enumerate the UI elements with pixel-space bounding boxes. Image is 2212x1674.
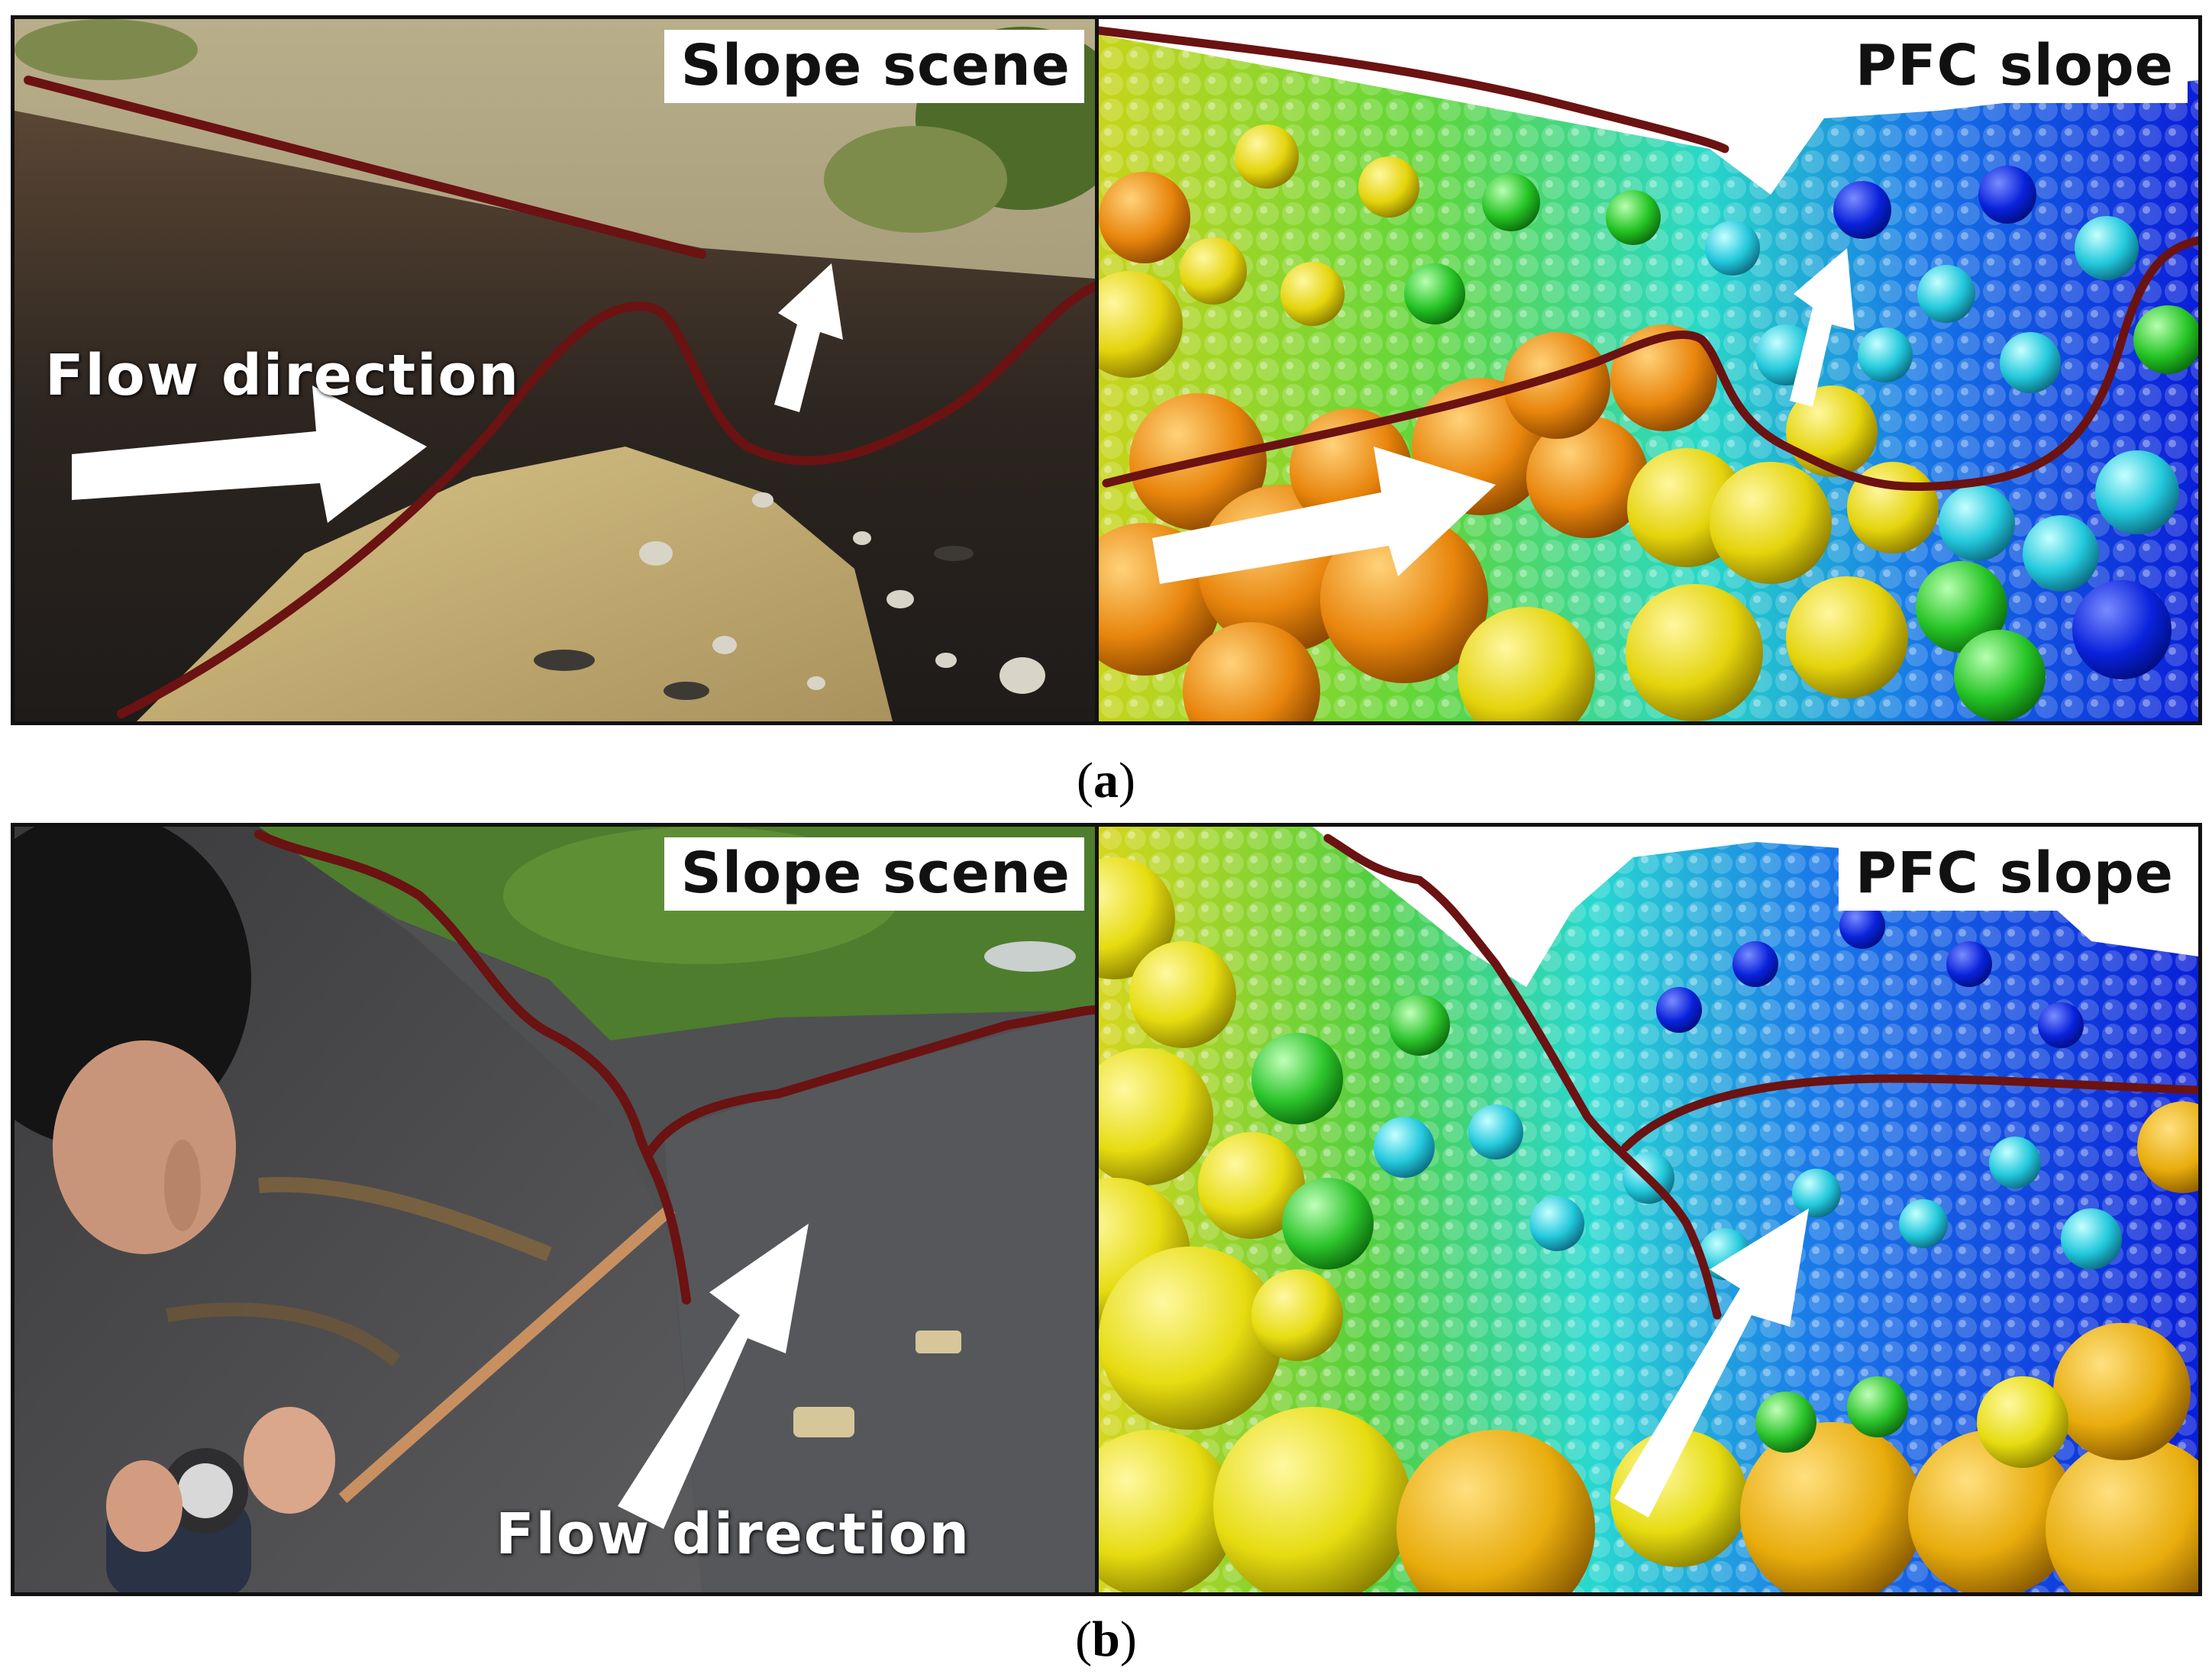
pfc-slope-label: PFC slope xyxy=(1838,837,2188,911)
flow-arrow-icon xyxy=(1152,248,1855,584)
pfc-particle-illustration xyxy=(1099,19,2198,721)
figure-row-a: Flow direction Slope scene xyxy=(11,15,2202,725)
slope-scene-photo-b: Flow direction Slope scene xyxy=(15,827,1095,1592)
pfc-particle-illustration xyxy=(1099,827,2198,1592)
slope-photo-illustration xyxy=(15,827,1095,1592)
slope-scene-label: Slope scene xyxy=(664,837,1084,911)
flow-direction-label: Flow direction xyxy=(45,343,521,408)
slope-scene-photo-a: Flow direction Slope scene xyxy=(15,19,1095,721)
figure-row-b: Flow direction Slope scene xyxy=(11,823,2202,1596)
slope-scene-label: Slope scene xyxy=(664,30,1084,103)
flow-direction-label: Flow direction xyxy=(496,1501,971,1567)
pfc-slope-model-a: PFC slope xyxy=(1099,19,2198,721)
caption-a: (a) xyxy=(1077,753,1135,808)
pfc-slope-model-b: PFC slope xyxy=(1099,827,2198,1592)
flow-arrow-icon xyxy=(618,1224,809,1529)
slope-photo-illustration xyxy=(15,19,1095,721)
flow-arrow-icon xyxy=(72,263,843,523)
pfc-slope-label: PFC slope xyxy=(1838,30,2188,103)
flow-arrow-icon xyxy=(1614,1208,1809,1518)
caption-b: (b) xyxy=(1075,1611,1137,1667)
